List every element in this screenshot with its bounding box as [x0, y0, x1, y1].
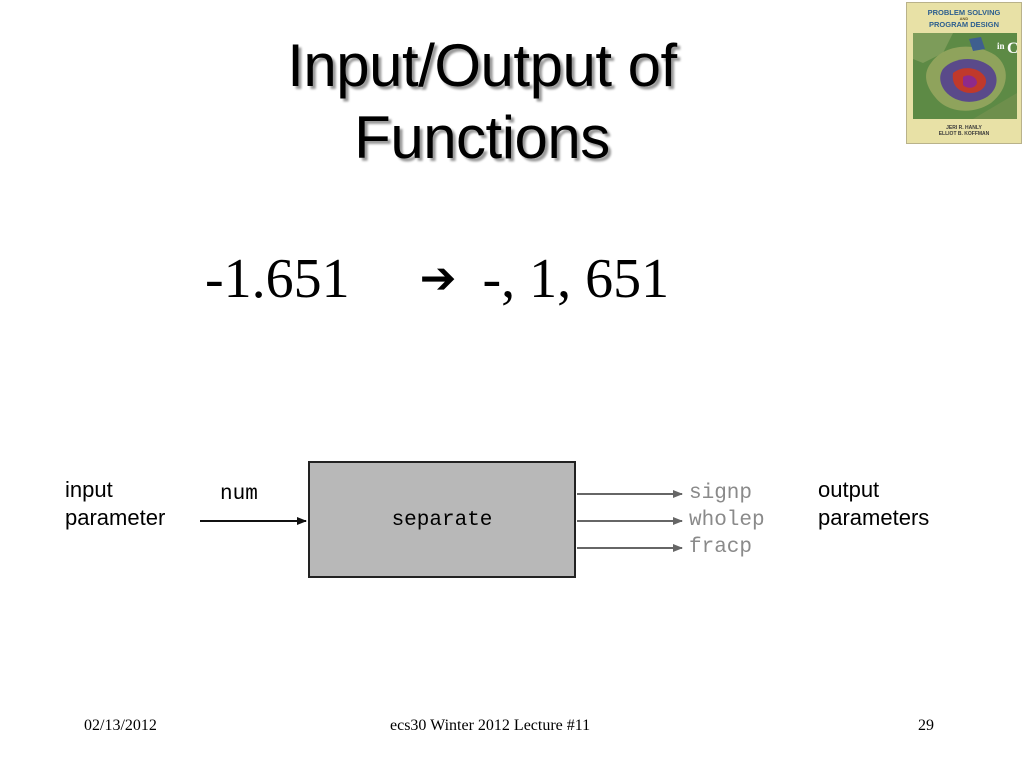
- satellite-art-icon: in C: [913, 33, 1017, 119]
- book-cover-image: PROBLEM SOLVING AND PROGRAM DESIGN in C …: [906, 2, 1022, 144]
- output-label-line1: output: [818, 477, 880, 502]
- book-author-2: ELLIOT B. KOFFMAN: [938, 131, 990, 137]
- output-label-line2: parameters: [818, 505, 930, 530]
- book-cover-art: in C: [913, 33, 1017, 119]
- footer-page-number: 29: [918, 717, 934, 734]
- book-title-c: C: [1007, 40, 1017, 57]
- output-variables: signp wholep fracp: [689, 480, 765, 561]
- book-cover-title: PROBLEM SOLVING AND PROGRAM DESIGN: [911, 9, 1017, 29]
- book-cover-authors: JERI R. HANLY ELLIOT B. KOFFMAN: [911, 125, 1017, 137]
- function-box: separate: [308, 461, 576, 578]
- example-input-value: -1.651: [205, 248, 350, 310]
- right-arrow-icon: ➔: [419, 253, 457, 304]
- input-label-line1: input: [65, 477, 113, 502]
- slide-title-line2: Functions: [354, 104, 610, 171]
- input-variable-num: num: [220, 483, 258, 506]
- book-title-line2: PROGRAM DESIGN: [928, 20, 999, 29]
- footer-date: 02/13/2012: [84, 717, 157, 734]
- book-title-and: AND: [959, 16, 969, 21]
- input-label-line2: parameter: [65, 505, 166, 530]
- function-io-diagram: input parameter num separate signp whole…: [0, 440, 1024, 610]
- function-name: separate: [391, 509, 493, 532]
- slide-title-line1: Input/Output of: [287, 32, 677, 99]
- output-var-signp: signp: [689, 482, 753, 505]
- output-parameters-label: output parameters: [818, 476, 929, 532]
- example-output-values: -, 1, 651: [482, 248, 670, 310]
- output-var-wholep: wholep: [689, 509, 765, 532]
- book-author-1: JERI R. HANLY: [946, 125, 982, 131]
- output-var-fracp: fracp: [689, 536, 753, 559]
- book-title-line1: PROBLEM SOLVING: [927, 8, 1001, 17]
- slide-title: Input/Output of Functions: [212, 30, 752, 174]
- footer-course: ecs30 Winter 2012 Lecture #11: [390, 717, 591, 734]
- input-parameter-label: input parameter: [65, 476, 165, 532]
- conversion-example: -1.651 ➔ -, 1, 651: [205, 244, 669, 314]
- book-title-in: in: [997, 41, 1005, 51]
- diagram-arrows: [200, 490, 683, 552]
